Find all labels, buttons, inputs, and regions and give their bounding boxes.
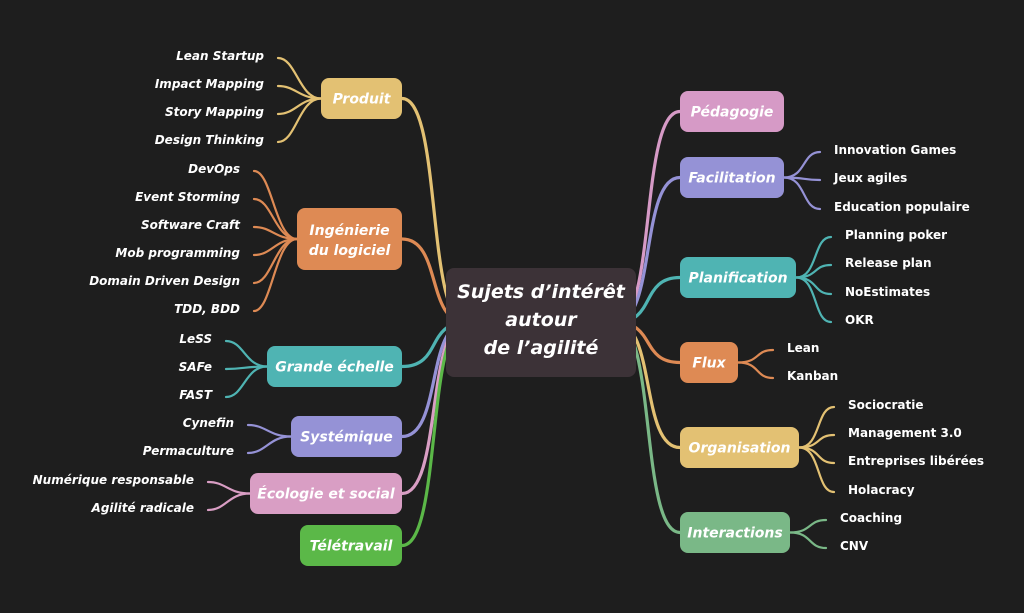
leaf-fast[interactable]: FAST [179,388,213,402]
branch-label: Écologie et social [257,486,395,503]
branch-label: Systémique [300,430,393,446]
leaf-devops[interactable]: DevOps [188,162,240,176]
branch-label: Planification [688,271,787,287]
leaf-noestimates[interactable]: NoEstimates [845,285,930,299]
leaf-tdd-bdd[interactable]: TDD, BDD [174,302,240,316]
branch-box-produit[interactable] [321,78,402,119]
leaf-domain-driven-design[interactable]: Domain Driven Design [89,274,240,288]
leaf-planning-poker[interactable]: Planning poker [845,228,947,242]
branch-label: Pédagogie [691,105,774,121]
leaf-link-kanban [736,361,775,380]
leaf-agilite-radicale[interactable]: Agilité radicale [91,501,194,515]
branch-box-organisation[interactable] [680,427,799,468]
leaf-coaching[interactable]: Coaching [840,511,902,525]
leaf-less[interactable]: LeSS [179,332,212,346]
branch-box-ecologie-et-social[interactable] [250,473,402,514]
leaf-link-numerique-responsable [206,480,252,495]
branch-label: Facilitation [688,171,775,187]
leaf-okr[interactable]: OKR [845,313,874,327]
leaf-link-agilite-radicale [206,492,252,512]
leaf-design-thinking[interactable]: Design Thinking [155,133,265,147]
leaf-release-plan[interactable]: Release plan [845,256,932,270]
leaf-entreprises-liberees[interactable]: Entreprises libérées [848,454,984,468]
branch-pedagogie[interactable]: Pédagogie [680,91,784,132]
leaf-story-mapping[interactable]: Story Mapping [165,105,264,119]
branch-label: Flux [692,356,726,372]
leaf-link-coaching [788,518,828,534]
leaf-numerique-responsable[interactable]: Numérique responsable [33,473,194,487]
leaf-link-okr [794,276,833,324]
branch-label: Produit [333,92,392,108]
branch-label-line: Ingénierie [309,223,389,239]
leaf-cnv[interactable]: CNV [840,539,869,553]
branch-box-flux[interactable] [680,342,738,383]
leaf-link-design-thinking [276,97,323,144]
leaf-lean[interactable]: Lean [787,341,819,355]
leaf-link-noestimates [794,276,833,296]
leaf-link-cnv [788,531,828,550]
leaf-link-fast [224,365,269,399]
leaf-link-tdd-bdd [252,237,299,313]
leaf-management-3-0[interactable]: Management 3.0 [848,426,962,440]
branch-box-ingenierie-du-logiciel[interactable] [297,208,402,270]
leaf-permaculture[interactable]: Permaculture [143,444,234,458]
branch-box-teletravail[interactable] [300,525,402,566]
leaf-link-innovation-games [782,150,822,179]
central-topic-line: de l’agilité [484,337,599,359]
branch-box-planification[interactable] [680,257,796,298]
leaf-link-entreprises-liberees [797,446,836,465]
central-topic-line: Sujets d’intérêt [457,281,626,303]
leaf-link-less [224,339,269,368]
central-topic[interactable]: Sujets d’intérêt autour de l’agilité [446,268,636,377]
leaf-jeux-agiles[interactable]: Jeux agiles [833,171,907,185]
branch-label: Interactions [687,526,782,542]
leaf-lean-startup[interactable]: Lean Startup [176,49,264,63]
leaf-sociocratie[interactable]: Sociocratie [848,398,923,412]
branch-label: Télétravail [310,539,393,555]
leaf-safe[interactable]: SAFe [179,360,212,374]
leaf-link-holacracy [797,446,836,494]
leaf-kanban[interactable]: Kanban [787,369,838,383]
branch-teletravail[interactable]: Télétravail [300,525,402,566]
leaf-education-populaire[interactable]: Education populaire [834,200,970,214]
branch-label-line: du logiciel [309,243,391,259]
central-topic-box[interactable] [446,268,636,377]
leaf-link-lean [736,348,775,364]
branch-label: Organisation [689,441,791,457]
leaf-link-cynefin [246,423,293,438]
leaf-cynefin[interactable]: Cynefin [183,416,234,430]
central-topic-line: autour [505,309,578,331]
leaf-link-education-populaire [782,176,822,211]
leaf-link-permaculture [246,435,293,455]
leaf-mob-programming[interactable]: Mob programming [115,246,240,260]
branch-box-facilitation[interactable] [680,157,784,198]
leaf-impact-mapping[interactable]: Impact Mapping [155,77,265,91]
branch-box-systemique[interactable] [291,416,402,457]
branch-box-interactions[interactable] [680,512,790,553]
leaf-holacracy[interactable]: Holacracy [848,483,915,497]
leaf-software-craft[interactable]: Software Craft [141,218,241,232]
leaf-innovation-games[interactable]: Innovation Games [834,143,956,157]
branch-label: Grande échelle [275,360,394,376]
leaf-event-storming[interactable]: Event Storming [135,190,240,204]
branch-box-pedagogie[interactable] [680,91,784,132]
branch-box-grande-echelle[interactable] [267,346,402,387]
